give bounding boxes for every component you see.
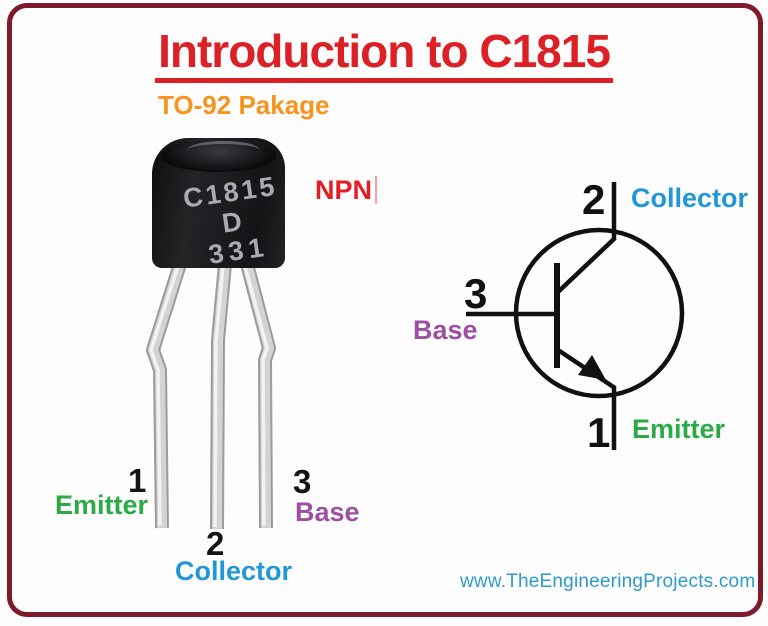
package-type-label: TO-92 Pakage [158, 90, 330, 120]
transistor-body: C1815 D 331 [152, 138, 285, 270]
symbol-collector-diagonal [556, 236, 617, 294]
page-title-text: Introduction to C1815 [155, 25, 613, 83]
leg-emitter [146, 261, 187, 529]
transistor-type-label: NPN [315, 175, 378, 206]
transistor-legs-illustration [146, 261, 276, 530]
photo-pin3-name: Base [295, 497, 360, 527]
symbol-pin3-number: 3 [464, 270, 488, 317]
page-border [7, 3, 763, 617]
transistor-type-text: NPN [315, 175, 373, 205]
page-title: Introduction to C1815 [0, 24, 768, 83]
leg-collector [210, 263, 232, 530]
photo-pin2-number: 2 [206, 525, 225, 562]
symbol-pin1-number: 1 [587, 409, 611, 456]
transistor-marking: C1815 D 331 [180, 171, 288, 274]
photo-pin3-number: 3 [293, 463, 312, 500]
leg-base [240, 262, 276, 529]
text-cursor [375, 176, 378, 204]
photo-pin1-name: Emitter [55, 490, 149, 520]
photo-pin2-name: Collector [175, 556, 293, 586]
photo-pin1-number: 1 [128, 462, 147, 499]
symbol-pin3-name: Base [413, 315, 478, 345]
npn-symbol [466, 182, 685, 450]
symbol-pin2-name: Collector [631, 183, 749, 213]
symbol-pin1-name: Emitter [632, 414, 726, 444]
emitter-arrowhead [578, 355, 606, 380]
website-url: www.TheEngineeringProjects.com [460, 571, 756, 592]
symbol-pin2-number: 2 [582, 176, 606, 223]
